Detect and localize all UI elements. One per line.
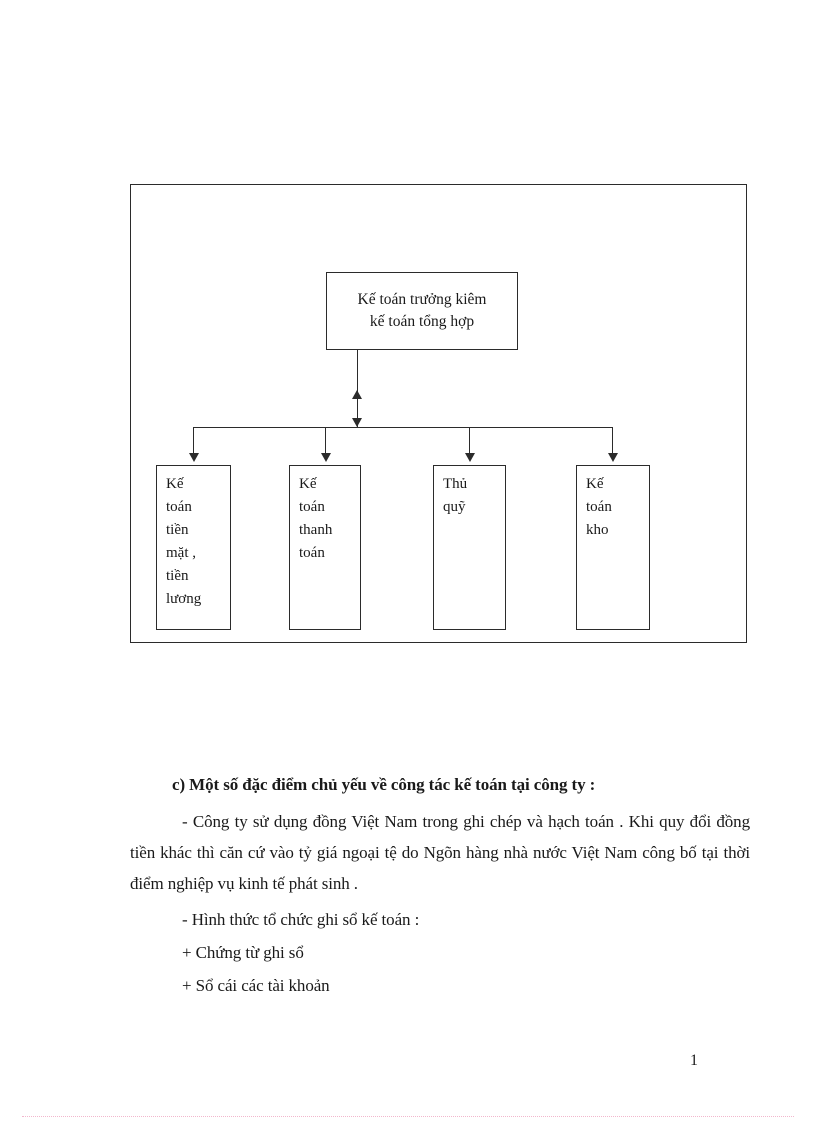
org-node-leaf-2-label: Thủ quỹ bbox=[443, 476, 468, 515]
arrow-down-icon bbox=[607, 453, 618, 462]
org-chart-frame: Kế toán trưởng kiêm kế toán tổng hợp Kế … bbox=[130, 184, 747, 643]
body-text: c) Một số đặc điểm chủ yếu về công tác k… bbox=[130, 775, 750, 1004]
arrow-down-icon bbox=[320, 453, 331, 462]
paragraph-currency: - Công ty sử dụng đồng Việt Nam trong gh… bbox=[130, 812, 750, 893]
org-node-leaf-2: Thủ quỹ bbox=[433, 465, 506, 630]
page-number: 1 bbox=[690, 1052, 698, 1069]
org-node-head-label: Kế toán trưởng kiêm kế toán tổng hợp bbox=[357, 290, 487, 330]
connector-drop-1 bbox=[325, 427, 327, 457]
footer-rule bbox=[22, 1116, 794, 1117]
arrow-down-icon bbox=[352, 418, 362, 427]
connector-drop-2 bbox=[469, 427, 471, 457]
org-node-leaf-3: Kế toán kho bbox=[576, 465, 650, 630]
org-node-leaf-1: Kế toán thanh toán bbox=[289, 465, 361, 630]
section-heading: c) Một số đặc điểm chủ yếu về công tác k… bbox=[172, 775, 596, 794]
org-node-leaf-0-label: Kế toán tiền mặt , tiền lương bbox=[166, 476, 202, 607]
arrow-down-icon bbox=[188, 453, 199, 462]
org-node-leaf-1-label: Kế toán thanh toán bbox=[299, 476, 333, 561]
paragraph-bookkeeping-form: - Hình thức tổ chức ghi sổ kế toán : bbox=[182, 909, 420, 929]
connector-drop-0 bbox=[193, 427, 195, 457]
org-node-leaf-0: Kế toán tiền mặt , tiền lương bbox=[156, 465, 231, 630]
arrow-down-icon bbox=[464, 453, 475, 462]
org-node-head: Kế toán trưởng kiêm kế toán tổng hợp bbox=[326, 272, 518, 350]
connector-stem bbox=[356, 350, 358, 427]
paragraph-item-ledger: + Sổ cái các tài khoản bbox=[182, 975, 330, 995]
connector-bus bbox=[193, 427, 613, 429]
paragraph-item-voucher: + Chứng từ ghi sổ bbox=[182, 942, 304, 962]
connector-drop-3 bbox=[612, 427, 614, 457]
org-node-leaf-3-label: Kế toán kho bbox=[586, 476, 612, 538]
arrow-up-icon bbox=[352, 390, 362, 399]
